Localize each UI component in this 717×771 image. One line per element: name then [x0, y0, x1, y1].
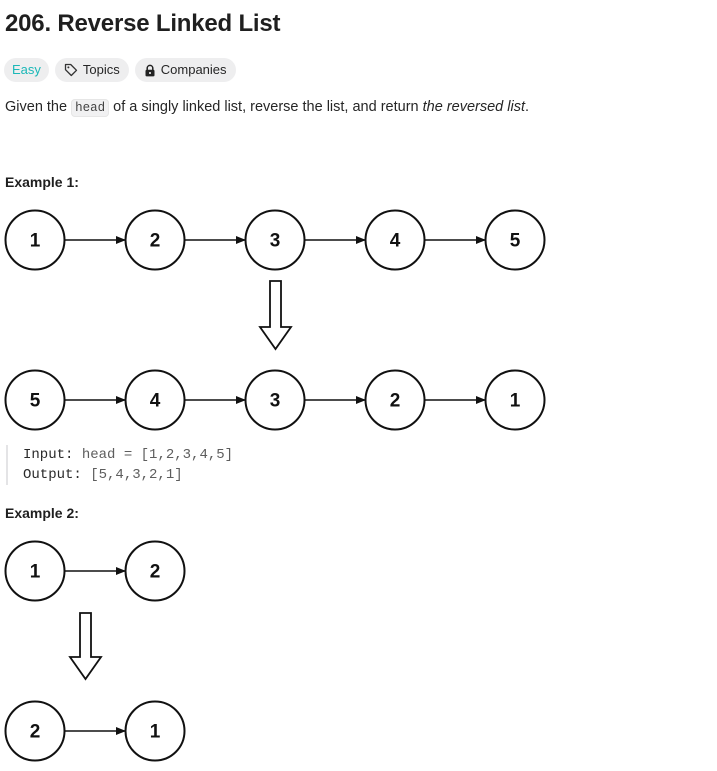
node-value: 2 [390, 391, 401, 412]
list-node [484, 369, 546, 431]
node-value: 1 [30, 562, 41, 583]
example-1-title: Example 1: [5, 174, 79, 190]
desc-text-middle: of a singly linked list, reverse the lis… [109, 99, 423, 115]
list-node [4, 209, 66, 271]
node-value: 1 [150, 722, 161, 743]
difficulty-badge: Easy [4, 58, 49, 82]
input-value: head = [1,2,3,4,5] [81, 447, 234, 463]
desc-text-prefix: Given the [5, 99, 72, 115]
list-node [364, 369, 426, 431]
node-value: 3 [270, 391, 281, 412]
problem-title: 206. Reverse Linked List [5, 10, 281, 37]
topics-label: Topics [82, 62, 120, 77]
node-value: 2 [30, 722, 41, 743]
example-2-title: Example 2: [5, 505, 79, 521]
tag-icon [64, 63, 78, 77]
node-value: 5 [510, 231, 521, 252]
desc-text-suffix: . [524, 99, 530, 115]
node-value: 4 [150, 391, 161, 412]
down-arrow-icon [258, 280, 293, 351]
example-2-diagram: 1 2 2 1 [4, 540, 186, 762]
list-node [484, 209, 546, 271]
list-node [4, 369, 66, 431]
node-value: 1 [510, 391, 521, 412]
down-arrow-icon [68, 612, 103, 681]
example-1-diagram: 1 2 3 4 5 5 4 3 2 1 [4, 209, 546, 431]
output-line: Output: [5,4,3,2,1] [23, 465, 233, 485]
companies-label: Companies [160, 62, 227, 77]
node-value: 2 [150, 231, 161, 252]
tag-row: Easy Topics Companies [4, 58, 236, 82]
input-line: Input: head = [1,2,3,4,5] [23, 445, 233, 465]
node-value: 5 [30, 391, 41, 412]
list-node [4, 540, 66, 602]
problem-description: Given the head of a singly linked list, … [5, 99, 530, 117]
lock-icon [144, 64, 156, 77]
input-label: Input: [23, 447, 74, 463]
inline-code-head: head [71, 99, 110, 117]
node-value: 4 [390, 231, 401, 252]
example-1-io: Input: head = [1,2,3,4,5] Output: [5,4,3… [6, 445, 233, 485]
list-node [124, 369, 186, 431]
node-value: 3 [270, 231, 281, 252]
output-label: Output: [23, 467, 82, 483]
list-node [124, 540, 186, 602]
node-value: 2 [150, 562, 161, 583]
list-node [364, 209, 426, 271]
topics-button[interactable]: Topics [54, 58, 129, 82]
list-node [4, 700, 66, 762]
list-node [124, 700, 186, 762]
node-value: 1 [30, 231, 41, 252]
list-node [244, 209, 306, 271]
desc-emphasis: the reversed list [422, 99, 525, 115]
output-value: [5,4,3,2,1] [90, 467, 183, 483]
list-node [124, 209, 186, 271]
list-node [244, 369, 306, 431]
companies-button[interactable]: Companies [134, 58, 236, 82]
